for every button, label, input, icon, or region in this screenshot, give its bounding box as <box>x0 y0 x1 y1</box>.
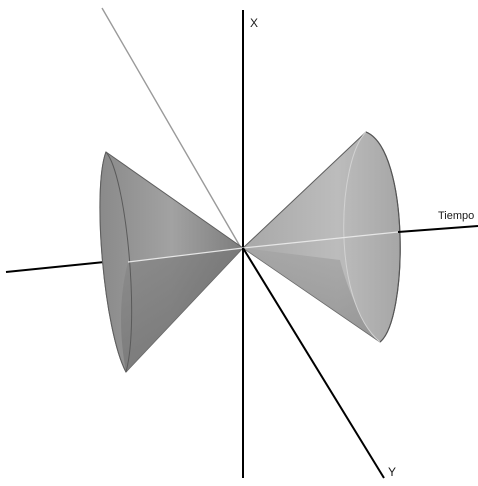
axis-x-label: X <box>250 16 258 30</box>
future-cone-base-front <box>343 131 381 343</box>
future-cone-shade <box>243 248 380 342</box>
axis-y-back <box>101 7 242 249</box>
axis-time-right <box>397 225 478 233</box>
future-cone-axis <box>242 231 399 249</box>
past-cone-base-front <box>105 151 133 373</box>
past-cone <box>99 151 244 373</box>
axis-time-label: Tiempo <box>438 210 474 222</box>
future-cone-surface <box>242 131 401 343</box>
future-cone <box>242 131 401 343</box>
past-cone-axis <box>127 247 244 263</box>
axis-y-front <box>242 247 385 479</box>
axis-y-label: Y <box>388 465 396 479</box>
past-cone-shade <box>121 248 243 372</box>
future-cone-base-rim <box>365 131 401 343</box>
